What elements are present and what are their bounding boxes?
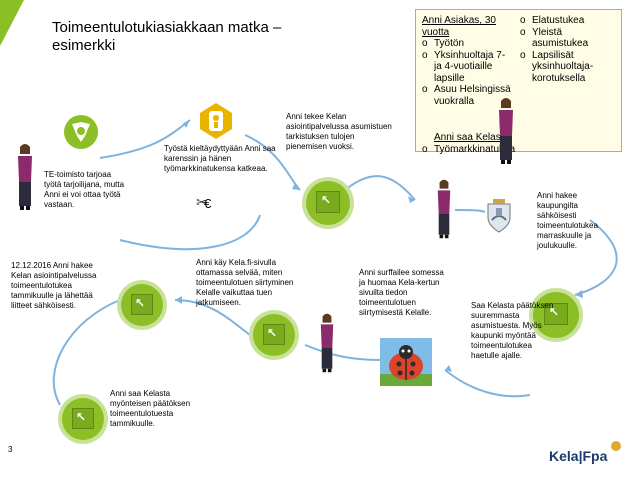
computer-icon: ↖ [306, 181, 350, 225]
kela-logo-mark-icon [611, 441, 621, 451]
profile-list: Työtön Yksinhuoltaja 7- ja 4-vuotiaille … [422, 38, 512, 107]
kela-benefits-heading: Anni saa Kelasta [434, 132, 510, 143]
flow-arrow [304, 344, 381, 361]
arrow-head [183, 120, 190, 128]
benefits-column: Elatustukea Yleistä asumistukea Lapsilis… [520, 15, 618, 84]
computer-icon: ↖ [533, 292, 579, 338]
arrow-head [408, 196, 415, 203]
flow-arrow [444, 369, 531, 398]
arrow-head [575, 290, 583, 298]
profile-item: Työtön [422, 38, 512, 50]
computer-icon: ↖ [62, 398, 104, 440]
flow-arrow [174, 299, 251, 336]
te-office-logo-icon [64, 115, 98, 149]
step-application: 12.12.2016 Anni hakee Kelan asiointipalv… [11, 261, 97, 310]
flow-arrow [344, 175, 416, 201]
woman-figure-icon [320, 313, 334, 373]
page-number: 3 [8, 445, 13, 454]
step-visit-kela: Anni käy Kela.fi-sivulla ottamassa selvä… [196, 258, 294, 307]
profile-heading: Anni Asiakas, 30 vuotta [422, 15, 496, 38]
kela-logo: Kela|Fpa [549, 448, 608, 464]
ladybug-icon [380, 338, 432, 386]
benefit-item: Yleistä asumistukea [520, 27, 618, 50]
flow-arrow [574, 219, 618, 296]
step-online-service: Anni tekee Kelan asiointipalvelussa asum… [286, 112, 392, 151]
step-decision: Saa Kelasta päätöksen suuremmasta asumis… [471, 301, 554, 360]
step-surfing: Anni surffailee somessa ja huomaa Kela-k… [359, 268, 444, 317]
kela-benefit-item: Työmarkkinatukea [422, 144, 612, 156]
profile-column: Anni Asiakas, 30 vuotta Työtön Yksinhuol… [422, 15, 512, 107]
step-refusal: Työstä kieltäydyttyään Anni saa karenssi… [164, 144, 276, 173]
flow-arrow [454, 209, 486, 213]
flow-arrow [52, 299, 121, 406]
computer-icon: ↖ [253, 314, 295, 356]
scissors-icon: ✂ [196, 194, 208, 210]
city-coat-of-arms-icon [487, 199, 511, 233]
arrow-head [175, 296, 182, 304]
woman-figure-icon [499, 98, 513, 164]
step-positive-decision: Anni saa Kelasta myönteisen päätöksen to… [110, 389, 191, 428]
kela-benefits: Anni saa Kelasta Työmarkkinatukea [422, 132, 612, 155]
benefit-item: Elatustukea [520, 15, 618, 27]
profile-item: Yksinhuoltaja 7- ja 4-vuotiaille lapsill… [422, 50, 512, 85]
kela-logo-right: Fpa [582, 448, 608, 464]
kela-benefits-list: Työmarkkinatukea [422, 144, 612, 156]
step-te-office: TE-toimisto tarjoaa työtä tarjoilijana, … [44, 170, 125, 209]
corner-accent [0, 0, 24, 46]
flow-arrow [99, 119, 191, 159]
arrow-head [292, 183, 300, 190]
kela-logo-left: Kela [549, 448, 579, 464]
woman-figure-icon [437, 179, 451, 239]
woman-figure-icon [18, 144, 32, 210]
flow-arrow [119, 214, 261, 251]
info-box: Anni Asiakas, 30 vuotta Työtön Yksinhuol… [415, 9, 622, 155]
benefits-list: Elatustukea Yleistä asumistukea Lapsilis… [520, 15, 618, 84]
computer-icon: ↖ [121, 284, 163, 326]
benefit-item: Lapsilisät yksinhuoltaja-korotuksella [520, 50, 618, 85]
euro-symbol: € [204, 196, 212, 211]
arrow-head [445, 365, 452, 372]
slide-title: Toimeentulotukiasiakkaan matka – esimerk… [52, 19, 282, 54]
step-municipality: Anni hakee kaupungilta sähköisesti toime… [537, 191, 598, 250]
karenssi-logo-icon [200, 103, 232, 139]
profile-item: Asuu Helsingissä vuokralla [422, 84, 512, 107]
